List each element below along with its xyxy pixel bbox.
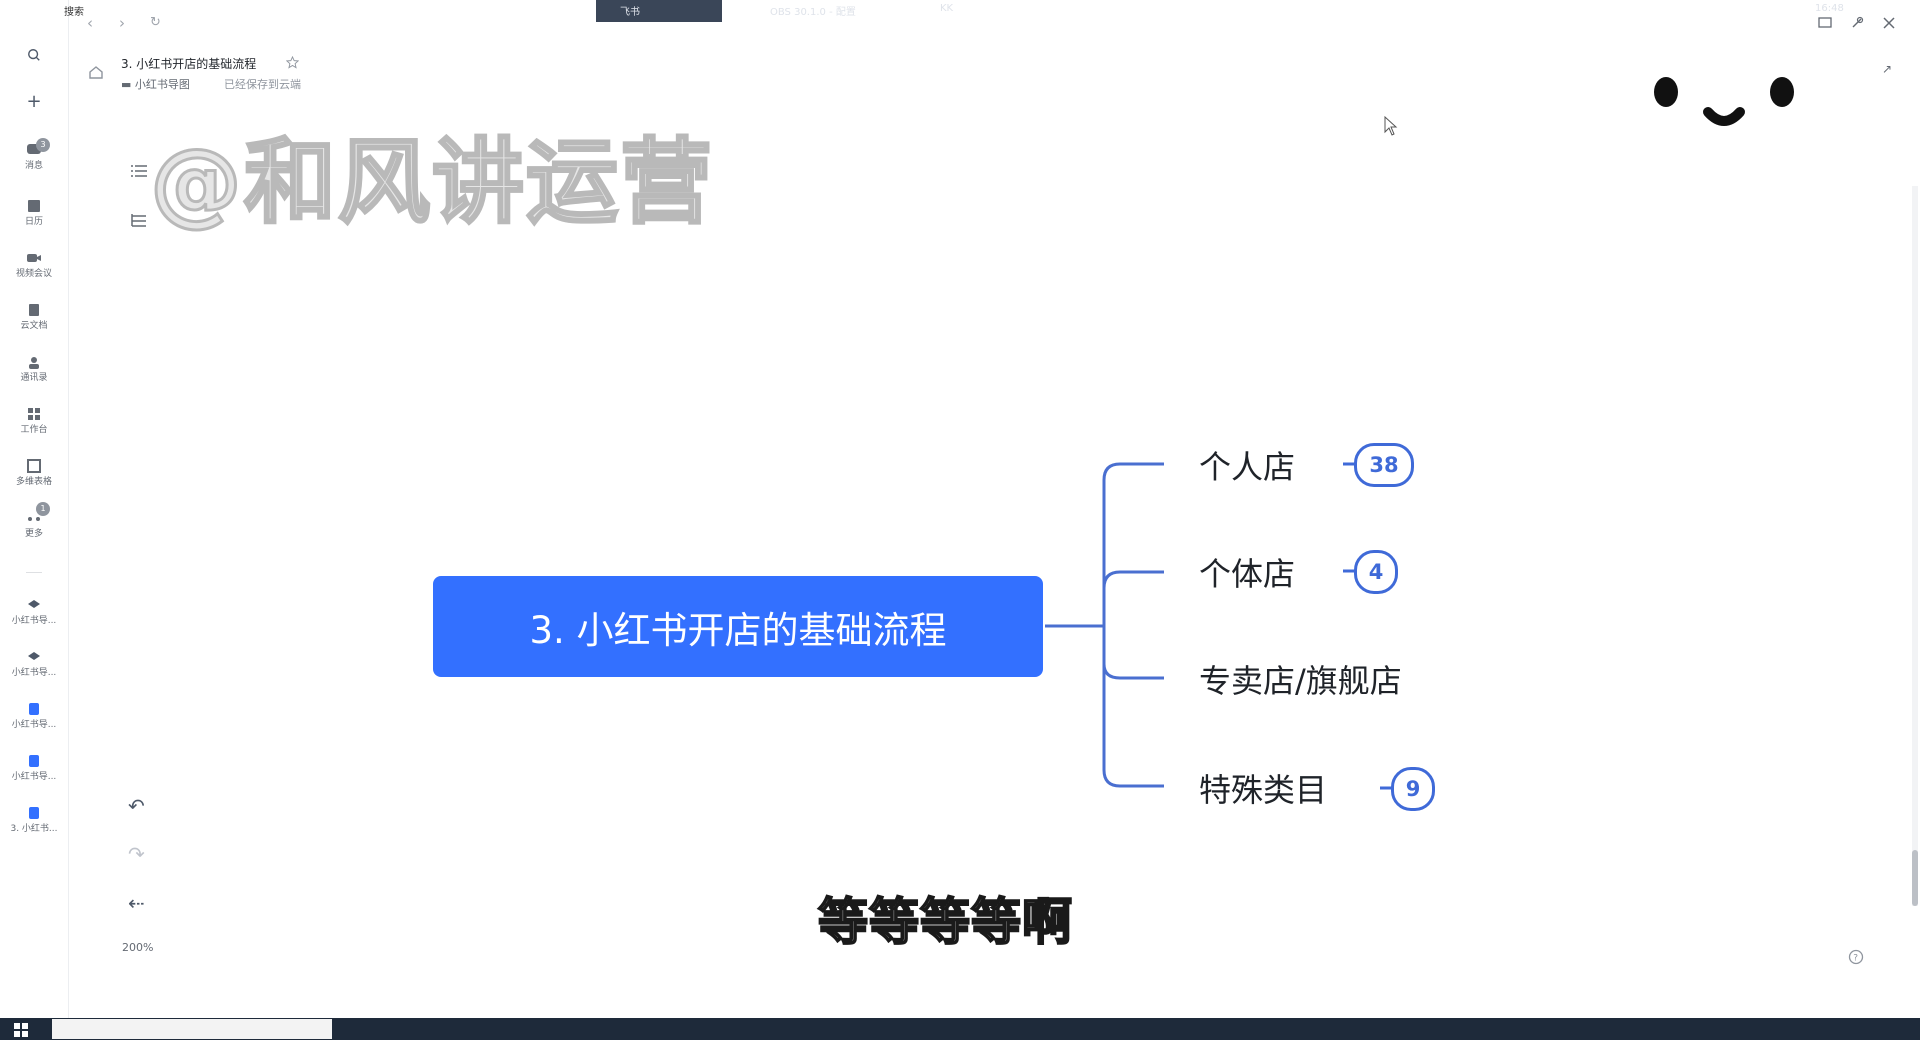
- taskbar-search-placeholder: 搜索: [64, 7, 84, 18]
- undo-icon[interactable]: ↶: [128, 794, 145, 818]
- mindmap-connectors: [1045, 462, 1164, 788]
- folder-label: 小红书导图: [134, 78, 190, 91]
- recent-item[interactable]: 小红书导...: [0, 754, 68, 783]
- windows-start-icon[interactable]: [14, 1023, 28, 1037]
- contacts-icon: [29, 357, 39, 369]
- sidebar-item-messages[interactable]: 消息: [0, 143, 68, 172]
- branch-node[interactable]: 专卖店/旗舰店: [1199, 662, 1402, 700]
- sidebar-item-label: 多维表格: [15, 477, 52, 487]
- sidebar-item-video-meeting[interactable]: 视频会议: [0, 251, 68, 280]
- doc-icon: [29, 755, 39, 767]
- help-icon[interactable]: ?: [1848, 949, 1864, 965]
- doc-title: 3. 小红书开店的基础流程: [121, 57, 257, 71]
- left-sidebar: + 消息 3 日历 视频会议 云文档 通讯录 工作台 多维表格 更多 1 小红书…: [0, 0, 69, 1018]
- doc-icon: [29, 703, 39, 715]
- watermark: @和风讲运营: [148, 128, 715, 238]
- recent-item[interactable]: 小红书导...: [0, 702, 68, 731]
- branch-node[interactable]: 个体店: [1199, 555, 1296, 593]
- unread-badge: 3: [36, 138, 50, 152]
- sidebar-item-label: 视频会议: [15, 269, 52, 279]
- save-status: 已经保存到云端: [224, 78, 301, 91]
- share-icon[interactable]: ↗: [1882, 62, 1893, 76]
- vertical-scrollbar[interactable]: [1912, 186, 1918, 906]
- more-badge: 1: [36, 502, 50, 516]
- branch-node[interactable]: 个人店: [1199, 448, 1296, 486]
- sidebar-item-contacts[interactable]: 通讯录: [0, 355, 68, 384]
- rail-divider: [26, 572, 42, 573]
- os-taskbar: [0, 1018, 1920, 1040]
- badge-connector: [1380, 786, 1392, 790]
- recent-item[interactable]: 3. 小红书...: [0, 806, 68, 835]
- taskbar-app[interactable]: 飞书: [620, 7, 640, 18]
- video-subtitle: 等等等等啊: [817, 892, 1073, 952]
- taskbar-search[interactable]: [52, 1019, 332, 1039]
- collapsed-count-badge[interactable]: 38: [1354, 443, 1414, 487]
- star-icon[interactable]: [286, 56, 299, 69]
- badge-connector: [1343, 569, 1355, 573]
- mindmap-icon: [28, 600, 40, 608]
- collapsed-count-badge[interactable]: 4: [1354, 550, 1398, 594]
- collapse-panel-icon[interactable]: ⇠: [128, 891, 145, 915]
- sidebar-item-label: 日历: [24, 217, 43, 227]
- home-icon[interactable]: [88, 64, 104, 80]
- add-icon[interactable]: +: [26, 91, 42, 112]
- sidebar-item-label: 消息: [24, 161, 43, 171]
- collapsed-count-badge[interactable]: 9: [1391, 767, 1435, 811]
- screen-icon[interactable]: [1818, 16, 1832, 30]
- doc-icon: [29, 807, 39, 819]
- recent-item[interactable]: 小红书导...: [0, 598, 68, 627]
- back-button[interactable]: ‹: [87, 14, 93, 32]
- recent-item-label: 3. 小红书...: [10, 824, 58, 834]
- sidebar-item-calendar[interactable]: 日历: [0, 199, 68, 228]
- sidebar-item-label: 更多: [24, 529, 43, 539]
- recent-item[interactable]: 小红书导...: [0, 650, 68, 679]
- mouse-cursor-icon: [1384, 116, 1398, 136]
- forward-button[interactable]: ›: [119, 14, 125, 32]
- taskbar-clock: 16:48: [1815, 3, 1844, 14]
- recent-item-label: 小红书导...: [11, 772, 57, 782]
- outline-icon[interactable]: [130, 163, 148, 179]
- mindmap-icon: [28, 652, 40, 660]
- branch-node[interactable]: 特殊类目: [1199, 771, 1328, 809]
- refresh-button[interactable]: ↻: [150, 15, 161, 30]
- taskbar-active-app: [596, 0, 722, 22]
- structure-icon[interactable]: [130, 212, 148, 228]
- taskbar-app[interactable]: KK: [940, 3, 954, 14]
- recent-item-label: 小红书导...: [11, 616, 57, 626]
- video-meeting-icon: [27, 254, 41, 262]
- more-icon: [28, 517, 40, 521]
- cloud-doc-icon: [29, 304, 39, 316]
- scrollbar-thumb[interactable]: [1912, 850, 1918, 906]
- sidebar-item-label: 通讯录: [20, 373, 48, 383]
- search-icon[interactable]: [0, 48, 68, 65]
- sidebar-item-multidim-table[interactable]: 多维表格: [0, 459, 68, 488]
- smiley-face-icon: [1654, 77, 1794, 126]
- badge-connector: [1343, 462, 1355, 466]
- multidim-table-icon: [27, 459, 41, 473]
- pin-icon[interactable]: [1850, 16, 1864, 30]
- recent-item-label: 小红书导...: [11, 668, 57, 678]
- root-node-label: 3. 小红书开店的基础流程: [529, 608, 947, 652]
- redo-icon[interactable]: ↷: [128, 842, 145, 866]
- sidebar-item-cloud-doc[interactable]: 云文档: [0, 303, 68, 332]
- folder-path[interactable]: ▬ 小红书导图: [121, 78, 190, 91]
- recent-item-label: 小红书导...: [11, 720, 57, 730]
- mindmap-root-node[interactable]: 3. 小红书开店的基础流程: [433, 576, 1043, 677]
- sidebar-item-label: 工作台: [20, 425, 48, 435]
- svg-text:?: ?: [1853, 954, 1858, 964]
- sidebar-item-label: 云文档: [20, 321, 48, 331]
- close-icon[interactable]: [1882, 16, 1896, 30]
- sidebar-item-more[interactable]: 更多: [0, 511, 68, 540]
- taskbar-app[interactable]: OBS 30.1.0 - 配置: [770, 7, 856, 18]
- sidebar-item-workplace[interactable]: 工作台: [0, 407, 68, 436]
- zoom-level[interactable]: 200%: [122, 941, 154, 954]
- calendar-icon: [28, 200, 40, 212]
- workplace-icon: [28, 408, 40, 420]
